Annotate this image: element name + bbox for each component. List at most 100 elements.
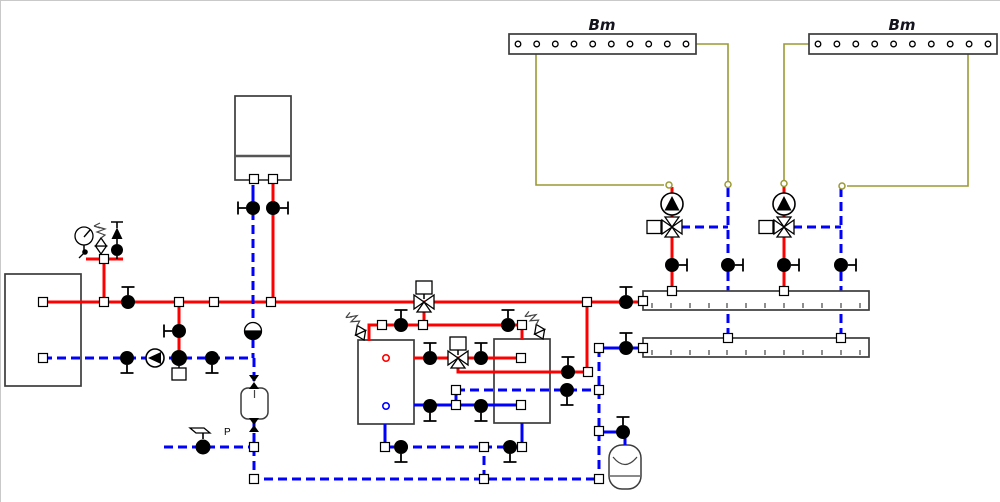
- ball-valve: [119, 350, 135, 374]
- wire-terminal: [780, 179, 788, 188]
- pressure-gauge: [74, 226, 94, 259]
- vessel-isolation-valve: [249, 418, 259, 432]
- ball-valve: [559, 382, 575, 406]
- safety-group-riser: [86, 257, 123, 302]
- ball-valve: [615, 416, 631, 440]
- ball-valve: [664, 257, 688, 273]
- ball-valve: [500, 309, 516, 333]
- connector-square: [208, 296, 220, 308]
- connector-square: [248, 173, 260, 185]
- wire-strip1-to-pump1: [535, 54, 664, 186]
- connector-square: [516, 319, 528, 331]
- ball-valve: [560, 356, 576, 380]
- tank-supply-sensor: [381, 353, 390, 362]
- ball-valve: [422, 342, 438, 366]
- safety-group: [74, 221, 123, 259]
- drain-valve: P: [188, 427, 231, 455]
- ball-valve: [120, 286, 136, 310]
- connector-square: [248, 473, 260, 485]
- check-valve-boiler-return: [243, 321, 263, 341]
- connector-square: [582, 366, 594, 378]
- connector-square: [450, 384, 462, 396]
- connector-square: [37, 296, 49, 308]
- connector-square: [478, 473, 490, 485]
- mixing-valve-circuit-2: [758, 216, 795, 238]
- connector-square: [265, 296, 277, 308]
- manifold-ticks: [651, 303, 861, 308]
- ball-valve: [393, 439, 409, 463]
- connector-square: [593, 425, 605, 437]
- safety-valve-tank-2: [522, 307, 549, 343]
- return-piping: [43, 185, 843, 481]
- connector-square: [173, 296, 185, 308]
- connector-square: [98, 253, 110, 265]
- drain-valve-label: P: [224, 427, 231, 438]
- supply-manifold-bar: [642, 290, 870, 311]
- connector-square: [515, 352, 527, 364]
- control-wiring: [535, 43, 969, 190]
- terminal-holes: [814, 40, 992, 48]
- connector-square: [516, 441, 528, 453]
- connector-square: [581, 296, 593, 308]
- terminal-strip-2-label: Bm: [888, 16, 915, 34]
- connector-square: [593, 473, 605, 485]
- connector-square: [593, 342, 605, 354]
- manifold-ticks: [651, 350, 861, 355]
- ball-valve: [237, 200, 261, 216]
- ball-valve: [776, 257, 800, 273]
- circuit-pump-1: [660, 192, 684, 216]
- ball-valve: [618, 332, 634, 356]
- wire-strip2-to-sensor2: [847, 54, 969, 187]
- connector-square: [450, 399, 462, 411]
- wire-terminal: [665, 181, 673, 189]
- mixing-valve-tank-circuit: [447, 336, 469, 369]
- terminal-strip-1-label: Bm: [588, 16, 615, 34]
- ball-valve: [473, 342, 489, 366]
- automatic-air-vent: [111, 221, 123, 259]
- terminal-strip-1: [508, 33, 697, 55]
- terminal-strip-2: [808, 33, 998, 55]
- tank-top-header: [367, 323, 524, 341]
- connector-square: [417, 319, 429, 331]
- boiler-return-pump: [145, 348, 165, 368]
- buffer-tank-2: [493, 338, 551, 424]
- connector-square: [379, 441, 391, 453]
- expansion-vessel-1: [240, 387, 269, 420]
- circuit-pump-2: [772, 192, 796, 216]
- vessel-isolation-valve: [249, 375, 259, 389]
- membrane-line: [612, 456, 638, 466]
- connector-square: [722, 332, 734, 344]
- connector-square: [637, 295, 649, 307]
- safety-valve-tank-1: [343, 308, 370, 344]
- connector-square: [778, 285, 790, 297]
- circuit-1-return: [681, 188, 730, 338]
- wire-strip1-to-sensor1: [695, 43, 729, 181]
- ball-valve: [393, 309, 409, 333]
- safety-valve-header: [93, 222, 108, 259]
- circuit-2-return: [793, 188, 843, 338]
- buffer-tank-1: [357, 339, 415, 425]
- wire-terminal: [838, 182, 846, 190]
- motorized-valve-return-junction: [171, 350, 187, 381]
- ball-valve: [618, 286, 634, 310]
- connector-square: [835, 332, 847, 344]
- mixing-valve-main-supply: [413, 280, 435, 313]
- connector-square: [515, 399, 527, 411]
- terminal-holes: [514, 40, 690, 48]
- wire-terminal: [724, 180, 732, 189]
- left-heat-source: [4, 273, 82, 387]
- tank-return-sensor: [381, 401, 390, 410]
- ball-valve: [422, 398, 438, 422]
- connector-square: [593, 384, 605, 396]
- pipe-connectors: [37, 173, 847, 485]
- connector-square: [376, 319, 388, 331]
- connector-square: [98, 296, 110, 308]
- ball-valve: [833, 257, 857, 273]
- bottom-return-line: [252, 447, 599, 481]
- expansion-vessel-2: [608, 444, 642, 490]
- connector-square: [248, 441, 260, 453]
- ball-valve: [502, 439, 518, 463]
- ball-valves: [119, 200, 857, 463]
- tank-circuit-supply: [456, 302, 589, 374]
